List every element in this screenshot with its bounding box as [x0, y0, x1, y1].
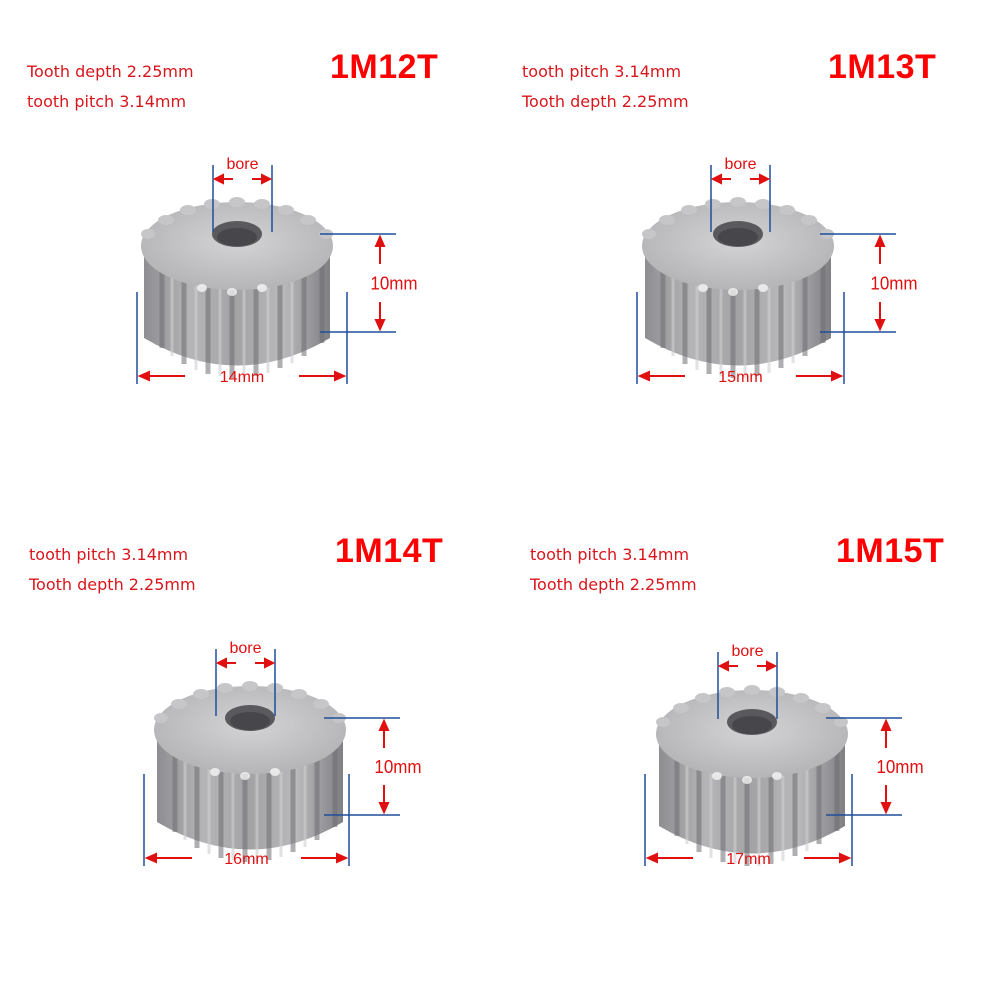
model-title: 1M13T: [828, 48, 937, 86]
bore-arrow-icon: [710, 173, 771, 185]
height-arrow-icon: [378, 718, 390, 815]
diameter-label: 16mm: [224, 851, 268, 868]
spec-line-1: tooth pitch 3.14mm: [530, 545, 690, 564]
height-label: 10mm: [374, 756, 421, 777]
spec-line-2: Tooth depth 2.25mm: [29, 575, 196, 594]
bore-label: bore: [226, 156, 258, 173]
diameter-arrow-icon: [645, 852, 852, 864]
diameter-arrow-icon: [144, 852, 349, 864]
spec-line-1: tooth pitch 3.14mm: [522, 62, 682, 81]
bore-arrow-icon: [717, 660, 778, 672]
height-arrow-icon: [880, 718, 892, 815]
bore-arrow-icon: [215, 657, 276, 669]
height-label: 10mm: [876, 756, 923, 777]
spec-line-1: Tooth depth 2.25mm: [27, 62, 194, 81]
diameter-arrow-icon: [637, 370, 844, 382]
bore-label: bore: [724, 156, 756, 173]
diameter-label: 14mm: [220, 369, 264, 386]
spec-line-2: tooth pitch 3.14mm: [27, 92, 187, 111]
height-arrow-icon: [374, 234, 386, 332]
spec-line-1: tooth pitch 3.14mm: [29, 545, 189, 564]
height-label: 10mm: [870, 273, 917, 294]
bore-label: bore: [731, 643, 763, 660]
model-title: 1M14T: [335, 532, 444, 570]
bore-arrow-icon: [212, 173, 273, 185]
bore-label: bore: [229, 640, 261, 657]
spec-line-2: Tooth depth 2.25mm: [522, 92, 689, 111]
diameter-arrow-icon: [137, 370, 347, 382]
height-arrow-icon: [874, 234, 886, 332]
model-title: 1M15T: [836, 532, 945, 570]
spec-line-2: Tooth depth 2.25mm: [530, 575, 697, 594]
diameter-label: 15mm: [718, 369, 762, 386]
height-label: 10mm: [370, 273, 417, 294]
diameter-label: 17mm: [726, 851, 770, 868]
model-title: 1M12T: [330, 48, 439, 86]
